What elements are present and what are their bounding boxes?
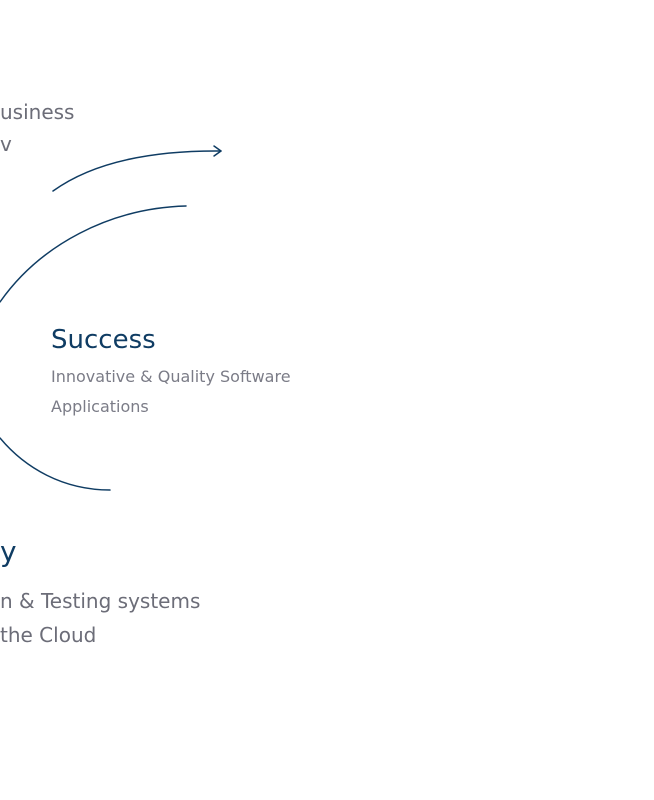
success-description-line-2: Applications <box>51 397 149 416</box>
lower-arc <box>0 437 111 491</box>
curved-arrow-icon <box>213 145 222 157</box>
bottom-text-line-1: n & Testing systems <box>0 589 201 613</box>
success-description-line-1: Innovative & Quality Software <box>51 367 291 386</box>
top-text-line-2: v <box>0 132 12 156</box>
upper-arc <box>0 205 187 303</box>
top-arc-arrow <box>52 150 222 192</box>
top-text-line-1: usiness <box>0 100 75 124</box>
bottom-title: y <box>0 535 17 568</box>
bottom-text-line-2: the Cloud <box>0 623 97 647</box>
success-title: Success <box>51 325 156 355</box>
